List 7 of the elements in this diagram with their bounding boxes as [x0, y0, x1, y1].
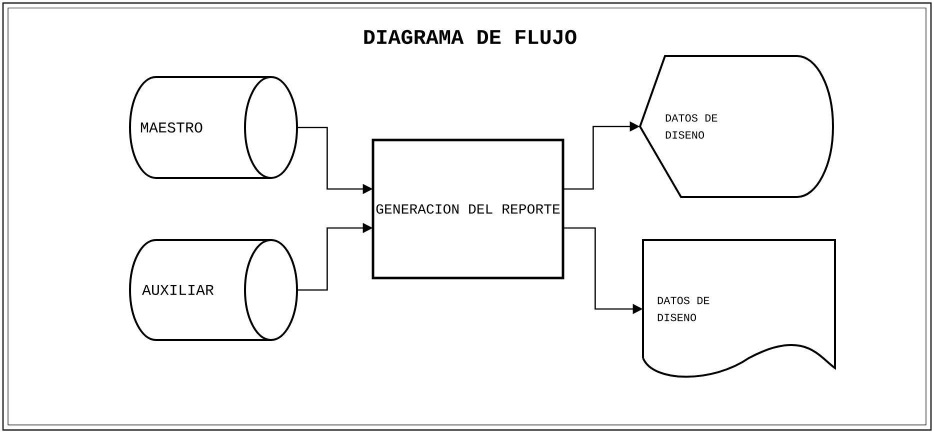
storage-cylinder: MAESTRO: [129, 76, 298, 179]
title: DIAGRAMA DE FLUJO: [364, 30, 576, 44]
storage-cylinder: AUXILIAR: [129, 238, 298, 341]
node-label: MAESTRO: [140, 122, 202, 133]
process-box: GENERACION DEL REPORTE: [372, 138, 564, 280]
node-label: AUXILIAR: [142, 284, 214, 295]
document-shape: DATOS DE DISENO: [642, 238, 836, 378]
